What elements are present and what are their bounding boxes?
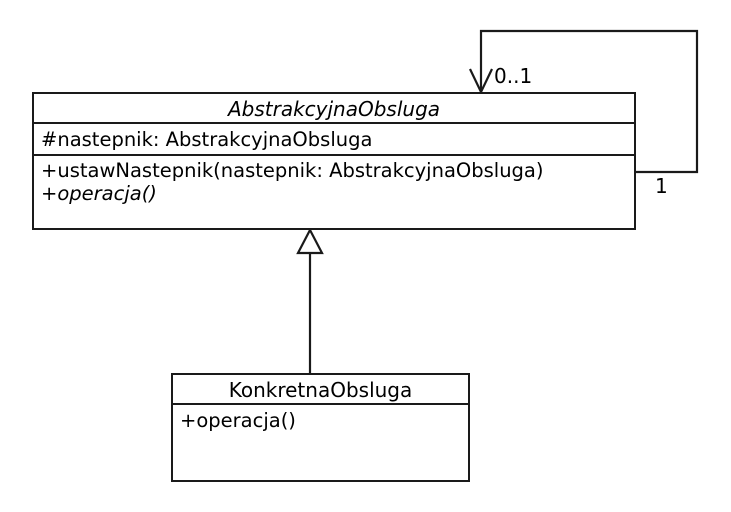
class-box-konkretnaobsluga[interactable]: KonkretnaObsluga +operacja() (171, 373, 470, 482)
class-title-compartment: AbstrakcyjnaObsluga (34, 94, 634, 124)
concrete-class-title-compartment: KonkretnaObsluga (173, 375, 468, 405)
class-name-abstrakcyjnaobsluga: AbstrakcyjnaObsluga (227, 97, 441, 121)
class-attributes-compartment: #nastepnik: AbstrakcyjnaObsluga (34, 124, 634, 156)
class-operations-compartment: +ustawNastepnik(nastepnik: AbstrakcyjnaO… (34, 156, 634, 228)
multiplicity-label-target: 0..1 (494, 64, 533, 88)
generalization-connector[interactable] (296, 227, 324, 373)
operation-ustawnastepnik: +ustawNastepnik(nastepnik: AbstrakcyjnaO… (41, 159, 544, 182)
concrete-class-operations-compartment: +operacja() (173, 405, 468, 482)
attribute-nastepnik: #nastepnik: AbstrakcyjnaObsluga (41, 128, 373, 151)
operation-operacja-concrete: +operacja() (180, 409, 296, 432)
class-name-konkretnaobsluga: KonkretnaObsluga (228, 378, 413, 402)
class-box-abstrakcyjnaobsluga[interactable]: AbstrakcyjnaObsluga #nastepnik: Abstrakc… (32, 92, 636, 230)
self-association-line (479, 29, 699, 174)
operation-operacja-abstract: +operacja() (41, 182, 157, 205)
multiplicity-label-source: 1 (655, 174, 668, 198)
generalization-hollow-triangle-icon (296, 227, 324, 255)
